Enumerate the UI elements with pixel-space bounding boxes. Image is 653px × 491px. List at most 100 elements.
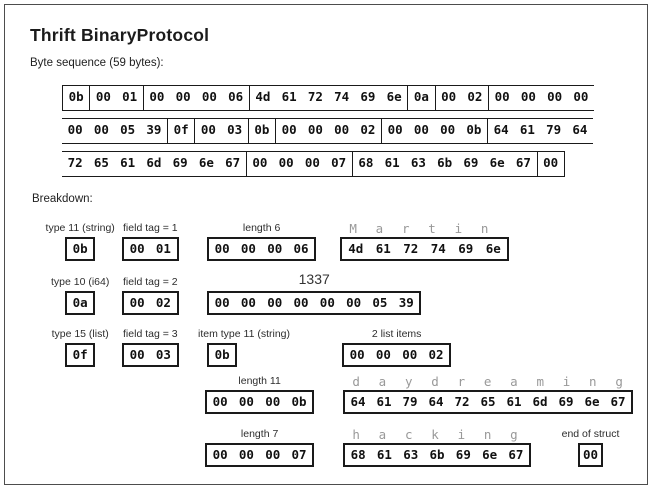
ascii-char: r bbox=[457, 374, 466, 389]
group-label: field tag = 1 bbox=[123, 222, 178, 234]
byte-cell: 39 bbox=[398, 295, 414, 310]
byte-cell: 69 bbox=[458, 241, 474, 256]
byte-cell: 00 bbox=[201, 89, 217, 104]
byte-cell: 00 bbox=[346, 295, 362, 310]
byte-cell: 74 bbox=[430, 241, 446, 256]
byte-cell: 00 bbox=[265, 394, 281, 409]
byte-cell: 02 bbox=[155, 295, 171, 310]
byte-cell: 4d bbox=[348, 241, 364, 256]
byte-cell: 00 bbox=[413, 122, 429, 137]
byte-box: 0b bbox=[207, 343, 238, 367]
byte-cell: 00 bbox=[240, 295, 256, 310]
ascii-char: n bbox=[483, 427, 492, 442]
byte-cell: 00 bbox=[212, 447, 228, 462]
byte-cell: 6e bbox=[489, 155, 505, 170]
byte-cell: 61 bbox=[281, 89, 297, 104]
byte-box: 00 bbox=[578, 443, 603, 467]
byte-cell: 6b bbox=[429, 447, 445, 462]
ascii-char: M bbox=[349, 221, 357, 236]
byte-cell: 0b bbox=[466, 122, 482, 137]
byte-cell: 05 bbox=[372, 295, 388, 310]
byte-cell: 00 bbox=[334, 122, 350, 137]
byte-cell: 0b bbox=[254, 122, 270, 137]
ascii-char: n bbox=[589, 374, 597, 389]
byte-cell: 00 bbox=[547, 89, 563, 104]
byte-cell: 6d bbox=[146, 155, 162, 170]
byte-cell: 02 bbox=[428, 347, 444, 362]
byte-cell: 00 bbox=[278, 155, 294, 170]
byte-cell: 00 bbox=[252, 155, 268, 170]
byte-cell: 65 bbox=[93, 155, 109, 170]
ascii-char: t bbox=[428, 221, 436, 236]
byte-cell: 07 bbox=[291, 447, 307, 462]
ascii-char: i bbox=[562, 374, 571, 389]
group-label: type 11 (string) bbox=[45, 222, 115, 234]
byte-cell: 00 bbox=[238, 447, 254, 462]
byte-cell: 00 bbox=[67, 122, 83, 137]
byte-cell: 00 bbox=[214, 295, 230, 310]
byte-cell: 6e bbox=[584, 394, 600, 409]
group-label: type 10 (i64) bbox=[50, 276, 110, 288]
byte-cell: 68 bbox=[350, 447, 366, 462]
byte-cell: 00 bbox=[520, 89, 536, 104]
byte-cell: 0a bbox=[413, 89, 429, 104]
group-label: 2 list items bbox=[371, 328, 422, 340]
byte-cell: 72 bbox=[403, 241, 419, 256]
byte-cell: 00 bbox=[95, 89, 111, 104]
byte-cell: 69 bbox=[360, 89, 376, 104]
byte-cell: 61 bbox=[376, 447, 392, 462]
group-label: length 6 bbox=[242, 222, 281, 234]
byte-cell: 67 bbox=[610, 394, 626, 409]
byte-cell: 00 bbox=[387, 122, 403, 137]
byte-cell: 00 bbox=[281, 122, 297, 137]
byte-cell: 69 bbox=[455, 447, 471, 462]
breakdown-label: Breakdown: bbox=[32, 193, 93, 205]
byte-cell: 74 bbox=[334, 89, 350, 104]
byte-cell: 0f bbox=[72, 347, 88, 362]
byte-cell: 64 bbox=[572, 122, 588, 137]
byte-box: 0b bbox=[65, 237, 96, 261]
byte-cell: 6d bbox=[532, 394, 548, 409]
byte-cell: 00 bbox=[440, 122, 456, 137]
byte-cell: 6e bbox=[386, 89, 402, 104]
byte-cell: 02 bbox=[360, 122, 376, 137]
byte-cell: 00 bbox=[402, 347, 418, 362]
ascii-char: a bbox=[375, 221, 384, 236]
group-label: length 7 bbox=[240, 428, 279, 440]
byte-cell: 69 bbox=[558, 394, 574, 409]
byte-cell: 68 bbox=[358, 155, 374, 170]
byte-cell: 00 bbox=[573, 89, 589, 104]
byte-cell: 00 bbox=[267, 241, 283, 256]
byte-cell: 00 bbox=[200, 122, 216, 137]
group-label: 1337 bbox=[298, 271, 330, 287]
byte-cell: 0b bbox=[72, 241, 88, 256]
byte-cell: 61 bbox=[120, 155, 136, 170]
byte-cell: 64 bbox=[428, 394, 444, 409]
byte-cell: 61 bbox=[384, 155, 400, 170]
byte-cell: 61 bbox=[375, 241, 391, 256]
byte-box: 0f bbox=[65, 343, 96, 367]
byte-cell: 64 bbox=[493, 122, 509, 137]
